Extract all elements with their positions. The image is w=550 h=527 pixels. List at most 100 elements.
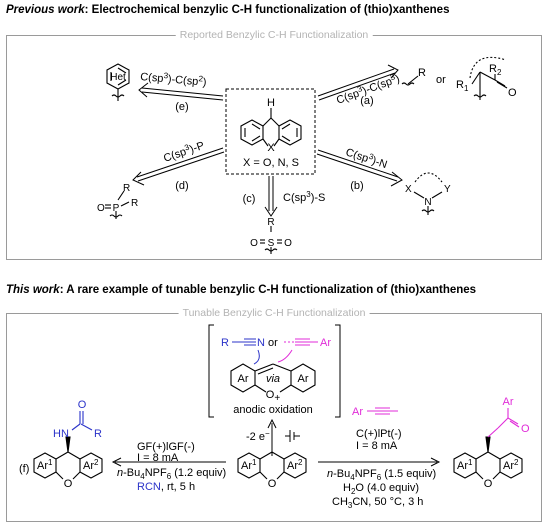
electron-label: -2 e− [246,429,270,443]
arrow-up-to-mechanism [267,418,277,456]
substrate-ar1: Ar1 [241,458,257,472]
mech-ar: Ar [320,337,331,349]
product-a-r2: R2 [489,63,502,77]
arrow-e [138,82,224,101]
right-product-o: O [521,423,530,435]
arrow-b [316,149,403,187]
arrow-right [318,457,441,467]
left-product-ring-o: O [64,478,73,490]
right-electrolyte: n-Bu4NPF6 (1.5 equiv) [327,468,436,482]
product-b-n: N [424,197,431,208]
center-caption: X = O, N, S [243,157,299,169]
mech-n: N [257,337,265,349]
product-b-x: X [405,184,412,195]
left-product-label: (f) [19,463,29,475]
right-product-ar2: Ar2 [503,458,519,472]
product-d-r1: R [123,183,130,194]
center-h: H [267,97,275,109]
left-product-hn: HN [53,428,69,440]
arrow-c [264,176,278,217]
product-d-p: P [113,203,120,214]
product-c-s: S [268,238,275,249]
section2-header-emph: This work [6,284,60,296]
left-current-line: I = 8 mA [137,452,179,464]
section1-header-emph: Previous work [6,4,85,16]
mech-nitrile [232,338,256,346]
mech-r: R [221,337,229,349]
bond-label-c: C(sp3)-S [283,190,325,204]
section1-frame-title: Reported Benzylic C-H Functionalization [175,29,373,41]
mech-caption: anodic oxidation [233,404,313,416]
left-product-amide [71,411,93,431]
left-product-ar1: Ar1 [37,458,53,472]
left-product-r: R [94,428,102,440]
right-electrodes: C(+)lPt(-) [356,428,402,440]
product-c-r: R [267,217,274,228]
product-a-structure [401,56,508,100]
left-reagent: RCN, rt, 5 h [137,481,195,493]
arrow-d [132,147,225,186]
section1-header: Previous work: Electrochemical benzylic … [6,4,449,16]
mechanism-bracket [208,324,341,418]
product-c-structure [260,226,282,254]
center-dashed-box [225,88,316,175]
route-label-b: (b) [350,180,363,192]
route-label-a: (a) [360,95,373,107]
center-x: X [267,142,275,154]
product-a-r1: R1 [456,79,469,93]
substrate-ar2: Ar2 [287,458,303,472]
product-d-r2: R [131,198,138,209]
right-product-ar-top: Ar [503,396,514,408]
left-product-structure [33,436,103,480]
section1-header-text: : Electrochemical benzylic C-H functiona… [84,4,450,16]
product-d-structure [105,190,130,219]
arrow-left [111,457,226,467]
central-xanthene-structure [240,108,302,147]
bond-label-e: C(sp3)-C(sp2) [140,69,207,89]
mech-ar-right: Ar [298,373,309,385]
product-b-structure [413,172,443,215]
right-product-ketone [487,408,520,438]
section1-frame: Reported Benzylic C-H Functionalization [6,29,542,260]
substrate-structure [237,451,307,480]
section1-scheme: H X X = O, N, S C(sp3)-C(sp3) (a) C(sp3)… [97,56,517,254]
right-alkyne [367,407,398,415]
left-product-o: O [78,399,87,411]
left-product-ar2: Ar2 [83,458,99,472]
product-e-het: Het [110,72,126,83]
route-label-d: (d) [175,180,188,192]
product-a-o: O [508,87,517,99]
mech-o-plus: O+ [266,389,281,404]
left-electrolyte: n-Bu4NPF6 (1.2 equiv) [117,467,226,481]
right-product-ar1: Ar1 [457,458,473,472]
section2-frame-title: Tunable Benzylic C-H Functionalization [178,307,370,319]
right-current: I = 8 mA [356,440,398,452]
arrow-a [317,64,399,101]
mech-via: via [266,373,280,385]
section2-frame: Tunable Benzylic C-H Functionalization [6,307,542,522]
right-product-ring-o: O [484,478,493,490]
section2-header-text: : A rare example of tunable benzylic C-H… [59,284,477,296]
left-electrodes: GF(+)lGF(-) [137,441,195,453]
mech-curved-arrow-blue [253,349,260,365]
product-e-structure [106,63,130,101]
product-a-or: or [436,74,446,86]
product-b-y: Y [444,184,451,195]
right-alkyne-ar: Ar [352,406,363,418]
product-c-o1: O [250,238,258,249]
mech-or: or [268,337,278,349]
product-d-o: O [97,203,105,214]
battery-icon [285,430,300,442]
mech-ar-left: Ar [238,373,249,385]
mech-xanthylium-structure [230,363,316,393]
product-a-r: R [418,67,426,79]
section2-header: This work: A rare example of tunable ben… [6,284,476,296]
product-c-o2: O [284,238,292,249]
substrate-ring-o: O [268,478,277,490]
right-product-structure [453,436,523,480]
right-solvent: CH3CN, 50 °C, 3 h [332,496,423,510]
mech-alkyne [284,338,318,346]
mech-curved-arrow-magenta [277,349,293,363]
right-water: H2O (4.0 equiv) [343,482,419,496]
